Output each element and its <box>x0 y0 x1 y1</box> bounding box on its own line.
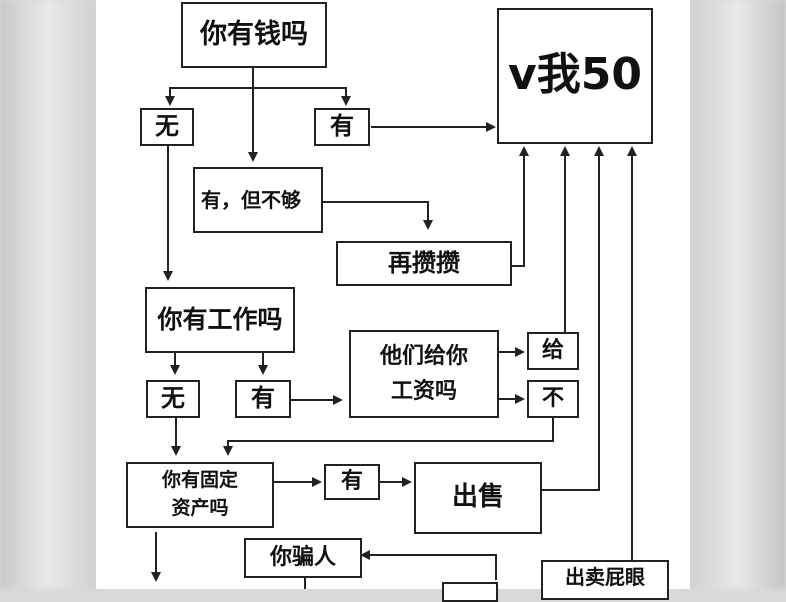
node-yes-job: 有 <box>235 380 291 418</box>
node-yes-money: 有 <box>314 108 370 146</box>
node-no-money: 无 <box>140 108 194 146</box>
arrow-to-lie <box>360 550 497 580</box>
arrow-root-to-no <box>165 68 254 106</box>
node-do-they-pay-line2: 工资吗 <box>390 379 457 404</box>
node-assets-yes: 有 <box>324 464 380 500</box>
blurred-left-margin <box>0 0 96 589</box>
node-save-more: 再攒攒 <box>336 241 512 286</box>
node-paid-yes: 给 <box>527 332 579 370</box>
node-paid-no: 不 <box>527 380 579 418</box>
node-fixed-assets-line2: 资产吗 <box>171 497 229 519</box>
connector-lines <box>151 68 637 589</box>
node-yes-but-not-enough: 有，但不够 <box>193 167 323 233</box>
node-cutoff-bottom <box>442 582 498 602</box>
node-you-lie: 你骗人 <box>244 538 362 578</box>
arrow-root-to-yes <box>253 87 351 106</box>
node-have-job: 你有工作吗 <box>145 287 295 353</box>
arrow-save-to-result <box>512 146 529 267</box>
blurred-right-margin <box>690 0 786 589</box>
node-do-they-pay-line1: 他们给你 <box>379 343 468 369</box>
arrow-not-paid-to-assets <box>223 418 554 456</box>
node-fixed-assets: 你有固定 资产吗 <box>126 462 274 528</box>
node-sell: 出售 <box>414 462 542 534</box>
node-fixed-assets-line1: 你有固定 <box>161 469 238 492</box>
node-no-job: 无 <box>146 380 200 418</box>
arrow-not-enough-to-save <box>322 201 433 230</box>
node-do-they-pay: 他们给你 工资吗 <box>349 330 499 418</box>
node-result-v50: v我50 <box>497 8 653 144</box>
node-sell-butt: 出卖屁眼 <box>541 560 669 600</box>
node-have-money: 你有钱吗 <box>181 2 327 68</box>
flowchart-canvas: 你有钱吗 v我50 无 有 有，但不够 再攒攒 你有工作吗 无 有 他们给你 工… <box>96 0 690 602</box>
arrow-sell-to-result <box>542 146 604 491</box>
